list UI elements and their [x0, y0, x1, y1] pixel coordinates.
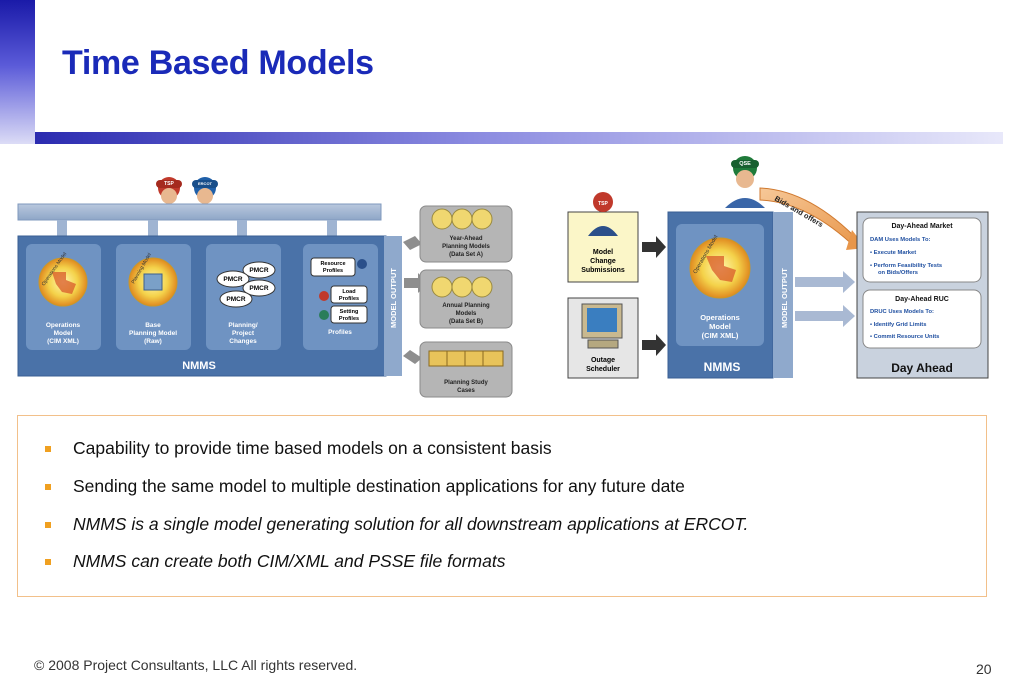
dam-box: Day-Ahead Market DAM Uses Models To: • E…	[862, 217, 982, 283]
svg-text:Profiles: Profiles	[339, 296, 359, 302]
svg-text:• Execute Market: • Execute Market	[870, 250, 916, 256]
svg-text:Outage: Outage	[591, 357, 615, 364]
outage-scheduler-box: Outage Scheduler	[567, 297, 639, 379]
qse-hat-label: QSE	[739, 161, 751, 167]
svg-text:DAM Uses Models To:: DAM Uses Models To:	[870, 237, 931, 243]
person-icon	[357, 259, 367, 269]
svg-text:Profiles: Profiles	[328, 329, 352, 336]
svg-text:Cases: Cases	[457, 388, 475, 394]
title-band	[35, 0, 1023, 132]
left-accent-bar	[0, 0, 35, 144]
svg-text:(CIM XML): (CIM XML)	[702, 331, 739, 340]
slide-title: Time Based Models	[62, 44, 374, 82]
bullet-marker-icon	[45, 484, 51, 490]
cd-icon	[431, 208, 453, 230]
svg-text:Change: Change	[590, 258, 616, 265]
pmcr-label: PMCR	[223, 276, 242, 283]
nmms-label: NMMS	[704, 360, 741, 374]
annual-planning-output: Annual Planning Models (Data Set B)	[419, 269, 513, 329]
page-number: 20	[976, 661, 992, 677]
input-arrows	[642, 236, 666, 356]
tsp-person-icon	[593, 192, 613, 212]
svg-text:Resource: Resource	[320, 261, 345, 267]
svg-text:(Raw): (Raw)	[144, 338, 162, 345]
svg-text:Model: Model	[709, 322, 731, 331]
right-diagram: QSE Bids and offers TSP Model Change Sub…	[567, 156, 989, 379]
svg-text:Annual Planning: Annual Planning	[442, 303, 490, 309]
svg-text:• Perform Feasibility Tests: • Perform Feasibility Tests	[870, 263, 942, 269]
model-change-box: TSP Model Change Submissions	[567, 192, 639, 283]
bullet-marker-icon	[45, 522, 51, 528]
qse-person-icon: QSE	[725, 156, 765, 208]
svg-text:Operations: Operations	[700, 313, 740, 322]
svg-text:Planning/: Planning/	[228, 322, 257, 329]
svg-text:Operations: Operations	[46, 322, 81, 329]
pmcr-label: PMCR	[226, 296, 245, 303]
svg-text:Load: Load	[342, 289, 355, 295]
cd-icon	[451, 276, 473, 298]
svg-text:Base: Base	[145, 322, 161, 329]
cd-icon	[451, 208, 473, 230]
bullet-marker-icon	[45, 559, 51, 565]
folder-icon	[482, 350, 504, 367]
cd-icon	[471, 276, 493, 298]
pmcr-label: PMCR	[249, 285, 268, 292]
folder-icon	[428, 350, 450, 367]
svg-text:(Data Set A): (Data Set A)	[449, 252, 483, 258]
model-output-label: MODEL OUTPUT	[780, 268, 789, 328]
profiles-cell: Resource Profiles Load Profiles Setting …	[303, 244, 378, 350]
nmms-label: NMMS	[182, 360, 216, 372]
day-ahead-label: Day Ahead	[891, 361, 953, 375]
person-icon	[319, 291, 329, 301]
output-arrows	[795, 271, 855, 327]
bullet-marker-icon	[45, 446, 51, 452]
year-ahead-output: Year-Ahead Planning Models (Data Set A)	[419, 205, 513, 263]
planning-project-changes-cell: PMCR PMCR PMCR PMCR Planning/ Project Ch…	[206, 244, 281, 350]
folder-icon	[446, 350, 468, 367]
svg-text:(Data Set B): (Data Set B)	[449, 319, 483, 325]
cd-icon	[431, 276, 453, 298]
operations-model-cell: Operations Model Operations Model (CIM X…	[26, 244, 101, 350]
folder-icon	[464, 350, 486, 367]
model-output-strip	[384, 236, 402, 376]
svg-text:TSP: TSP	[598, 201, 608, 207]
svg-text:Profiles: Profiles	[323, 268, 343, 274]
svg-text:• Commit Resource Units: • Commit Resource Units	[870, 334, 939, 340]
planning-study-output: Planning Study Cases	[419, 341, 513, 398]
cd-icon	[471, 208, 493, 230]
svg-text:Models: Models	[456, 311, 477, 317]
svg-text:Submissions: Submissions	[581, 267, 625, 274]
svg-text:Planning Model: Planning Model	[129, 330, 177, 337]
bullets-box: Capability to provide time based models …	[17, 415, 987, 597]
svg-text:Profiles: Profiles	[339, 316, 359, 322]
svg-text:on Bids/Offers: on Bids/Offers	[878, 270, 918, 276]
svg-text:Changes: Changes	[229, 338, 257, 345]
footer-copyright: © 2008 Project Consultants, LLC All righ…	[34, 657, 358, 673]
title-rule	[35, 132, 1003, 144]
svg-text:Day-Ahead RUC: Day-Ahead RUC	[895, 296, 949, 303]
svg-text:Setting: Setting	[340, 309, 359, 315]
svg-text:Model: Model	[593, 249, 613, 256]
svg-text:Model: Model	[54, 330, 73, 337]
model-output-label: MODEL OUTPUT	[389, 268, 398, 328]
svg-text:DRUC Uses Models To:: DRUC Uses Models To:	[870, 309, 934, 315]
svg-text:Year-Ahead: Year-Ahead	[449, 236, 482, 242]
svg-text:• Identify Grid Limits: • Identify Grid Limits	[870, 322, 926, 328]
svg-text:(CIM XML): (CIM XML)	[47, 338, 79, 345]
ercot-hat-label: ERCOT	[198, 181, 213, 186]
left-diagram: TSP ERCOT MODEL OUTPUT NMMS Operations M…	[17, 177, 513, 398]
svg-text:Planning Study: Planning Study	[444, 380, 488, 386]
svg-text:Project: Project	[232, 330, 255, 337]
pmcr-label: PMCR	[249, 267, 268, 274]
druc-box: Day-Ahead RUC DRUC Uses Models To: • Ide…	[862, 289, 982, 349]
input-bar	[17, 203, 382, 221]
base-planning-model-cell: Planning Model Base Planning Model (Raw)	[116, 244, 191, 350]
person-icon	[319, 310, 329, 320]
svg-text:Scheduler: Scheduler	[586, 366, 620, 373]
model-output-strip	[773, 212, 793, 378]
operations-model-cell: Operations Model Operations Model (CIM X…	[676, 224, 764, 346]
svg-text:Day-Ahead Market: Day-Ahead Market	[891, 223, 953, 230]
svg-text:Planning Models: Planning Models	[442, 244, 490, 250]
tsp-hat-label: TSP	[164, 181, 174, 187]
